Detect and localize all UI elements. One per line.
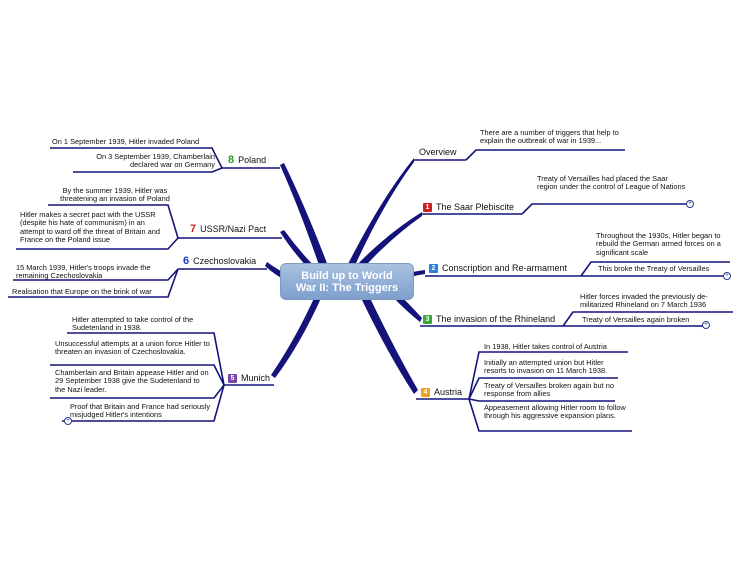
- munich-note-1: Hitler attempted to take control of the …: [72, 315, 194, 333]
- branch-saar-label: The Saar Plebiscite: [436, 202, 515, 212]
- austria-note-2: Initially an attempted union but Hitler …: [484, 358, 608, 376]
- conscription-note-2: This broke the Treaty of Versailles: [598, 264, 710, 273]
- badge-1-icon: 1: [423, 203, 432, 212]
- branch-saar[interactable]: 1 The Saar Plebiscite: [423, 202, 514, 213]
- branch-rhineland[interactable]: 3 The invasion of the Rhineland: [423, 314, 555, 325]
- badge-2-icon: 2: [429, 264, 438, 273]
- overview-note: There are a number of triggers that help…: [480, 128, 619, 146]
- badge-4-icon: 4: [421, 388, 430, 397]
- expand-icon[interactable]: +: [723, 272, 731, 280]
- branch-austria-label: Austria: [434, 387, 463, 397]
- expand-icon[interactable]: +: [686, 200, 694, 208]
- poland-note-2: On 3 September 1939, Chamberlain declare…: [96, 152, 215, 170]
- pact-note-1: By the summer 1939, Hitler was threateni…: [60, 186, 170, 204]
- number-6-icon: 6: [183, 255, 190, 267]
- austria-note-1: In 1938, Hitler takes control of Austria: [484, 342, 607, 351]
- expand-icon[interactable]: +: [64, 417, 72, 425]
- munich-note-2: Unsuccessful attempts at a union force H…: [55, 339, 210, 357]
- badge-5-icon: 5: [228, 374, 237, 383]
- branch-poland[interactable]: 8 Poland: [228, 155, 266, 166]
- branch-overview-label: Overview: [419, 147, 457, 157]
- expand-icon[interactable]: +: [702, 321, 710, 329]
- branch-overview[interactable]: Overview: [419, 147, 457, 158]
- branch-conscription-label: Conscription and Re-armament: [442, 263, 568, 273]
- branch-austria[interactable]: 4 Austria: [421, 387, 462, 398]
- branch-conscription[interactable]: 2 Conscription and Re-armament: [429, 263, 567, 274]
- czech-note-1: 15 March 1939, Hitler's troops invade th…: [16, 263, 151, 281]
- czech-note-2: Realisation that Europe on the brink of …: [12, 287, 152, 296]
- rhineland-note-1: Hitler forces invaded the previously de-…: [580, 292, 708, 310]
- central-topic-line1: Build up to World: [301, 269, 393, 282]
- branch-czech-label: Czechoslovakia: [193, 256, 257, 266]
- branch-munich[interactable]: 5 Munich: [228, 373, 270, 384]
- branch-czechoslovakia[interactable]: 6 Czechoslovakia: [183, 256, 256, 267]
- branch-ussr-nazi-pact[interactable]: 7 USSR/Nazi Pact: [190, 224, 266, 235]
- central-topic[interactable]: Build up to World War II: The Triggers: [280, 263, 414, 300]
- central-topic-line2: War II: The Triggers: [295, 281, 399, 294]
- number-8-icon: 8: [228, 154, 235, 166]
- rhineland-note-2: Treaty of Versailles again broken: [582, 315, 690, 324]
- number-7-icon: 7: [190, 223, 197, 235]
- poland-note-1: On 1 September 1939, Hitler invaded Pola…: [52, 137, 200, 146]
- munich-note-4: Proof that Britain and France had seriou…: [70, 402, 211, 420]
- austria-note-4: Appeasement allowing Hitler room to foll…: [484, 403, 626, 421]
- pact-note-2: Hitler makes a secret pact with the USSR…: [20, 210, 160, 245]
- conscription-note-1: Throughout the 1930s, Hitler began to re…: [596, 231, 721, 257]
- branch-poland-label: Poland: [238, 155, 267, 165]
- branch-pact-label: USSR/Nazi Pact: [200, 224, 267, 234]
- branch-munich-label: Munich: [241, 373, 271, 383]
- branch-rhineland-label: The invasion of the Rhineland: [436, 314, 556, 324]
- austria-note-3: Treaty of Versailles broken again but no…: [484, 381, 614, 399]
- badge-3-icon: 3: [423, 315, 432, 324]
- saar-note: Treaty of Versailles had placed the Saar…: [537, 174, 686, 192]
- munich-note-3: Chamberlain and Britain appease Hitler a…: [55, 368, 209, 394]
